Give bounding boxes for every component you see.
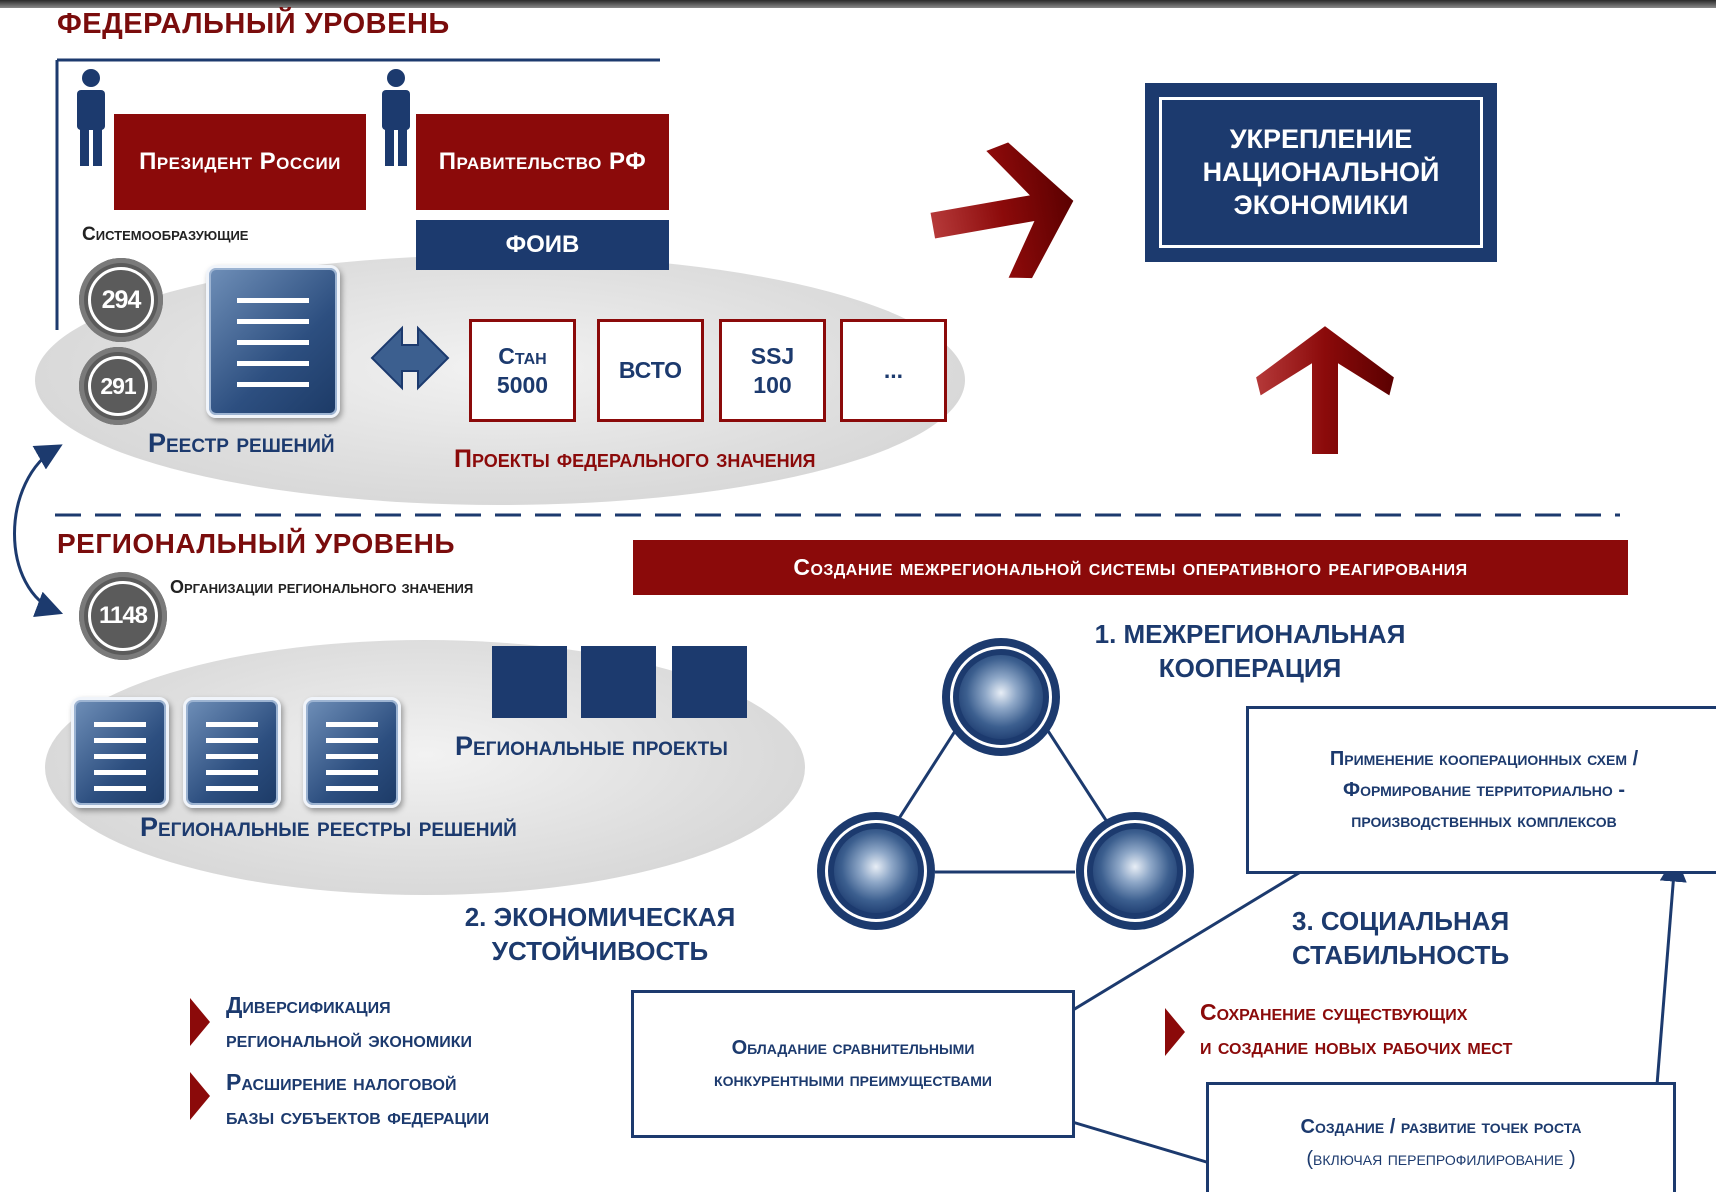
node-cooperation bbox=[942, 638, 1060, 756]
social-bullet: Сохранение существующих и создание новых… bbox=[1200, 999, 1513, 1059]
foiv-box: ФОИВ bbox=[416, 220, 669, 270]
regional-project-square bbox=[492, 646, 567, 718]
social-title: 3. СОЦИАЛЬНАЯ СТАБИЛЬНОСТЬ bbox=[1292, 906, 1510, 970]
economic-bullet-1: Диверсификация региональной экономики bbox=[226, 992, 472, 1052]
registry-document-icon bbox=[206, 265, 340, 418]
regional-registry-icon bbox=[71, 697, 169, 808]
red-arrow-up bbox=[1253, 323, 1397, 456]
economic-bullet-2: Расширение налоговой базы субъектов феде… bbox=[226, 1069, 490, 1129]
regional-registry-icon bbox=[183, 697, 281, 808]
bullet-icon bbox=[190, 998, 210, 1046]
link-arrow bbox=[1035, 842, 1350, 1033]
badge-291: 291 bbox=[79, 347, 157, 425]
federal-projects-label: Проекты федерального значения bbox=[454, 445, 816, 473]
red-arrow-diagonal bbox=[928, 140, 1076, 281]
goal-line3: ЭКОНОМИКИ bbox=[1233, 190, 1409, 220]
regional-projects-label: Региональные проекты bbox=[455, 731, 728, 761]
cooperation-box: Применение кооперационных схем / Формиро… bbox=[1246, 706, 1716, 874]
regional-registries-label: Региональные реестры решений bbox=[140, 812, 517, 842]
cooperation-title: 1. МЕЖРЕГИОНАЛЬНАЯ КООПЕРАЦИЯ bbox=[1094, 619, 1406, 683]
interregional-banner: Создание межрегиональной системы операти… bbox=[633, 540, 1628, 595]
top-bar bbox=[0, 0, 1716, 8]
regional-level-title: РЕГИОНАЛЬНЫЙ УРОВЕНЬ bbox=[57, 528, 455, 559]
link-arrow bbox=[1643, 854, 1687, 1116]
regional-registry-icon bbox=[303, 697, 401, 808]
node-social bbox=[1076, 812, 1194, 930]
project-vsto: ВСТО bbox=[597, 319, 704, 422]
person-icon bbox=[377, 68, 415, 168]
goal-line2: НАЦИОНАЛЬНОЙ bbox=[1202, 157, 1440, 187]
government-box: Правительство РФ bbox=[416, 114, 669, 210]
federal-level-title: ФЕДЕРАЛЬНЫЙ УРОВЕНЬ bbox=[57, 8, 450, 40]
growth-points-box: Создание / развитие точек роста (включая… bbox=[1206, 1082, 1676, 1192]
project-more: ... bbox=[840, 319, 947, 422]
regional-project-square bbox=[672, 646, 747, 718]
registry-projects-arrow bbox=[370, 325, 450, 391]
badge-1148: 1148 bbox=[79, 572, 167, 660]
registry-label: Реестр решений bbox=[148, 428, 335, 458]
bullet-icon bbox=[1165, 1008, 1185, 1056]
level-link-arrow bbox=[13, 444, 64, 617]
regional-project-square bbox=[581, 646, 656, 718]
system-label: Системообразующие bbox=[82, 224, 249, 245]
person-icon bbox=[72, 68, 110, 168]
badge-294: 294 bbox=[79, 258, 163, 342]
federal-frame bbox=[55, 58, 660, 330]
competitive-advantage-box: Обладание сравнительными конкурентными п… bbox=[631, 990, 1075, 1138]
goal-line1: УКРЕПЛЕНИЕ bbox=[1229, 124, 1413, 154]
regional-org-label: Организации регионального значения bbox=[170, 577, 474, 597]
node-economic bbox=[817, 812, 935, 930]
president-box: Президент России bbox=[114, 114, 366, 210]
economic-title: 2. ЭКОНОМИЧЕСКАЯ УСТОЙЧИВОСТЬ bbox=[464, 902, 736, 966]
bullet-icon bbox=[190, 1072, 210, 1120]
goal-box: УКРЕПЛЕНИЕ НАЦИОНАЛЬНОЙ ЭКОНОМИКИ bbox=[1145, 83, 1497, 262]
